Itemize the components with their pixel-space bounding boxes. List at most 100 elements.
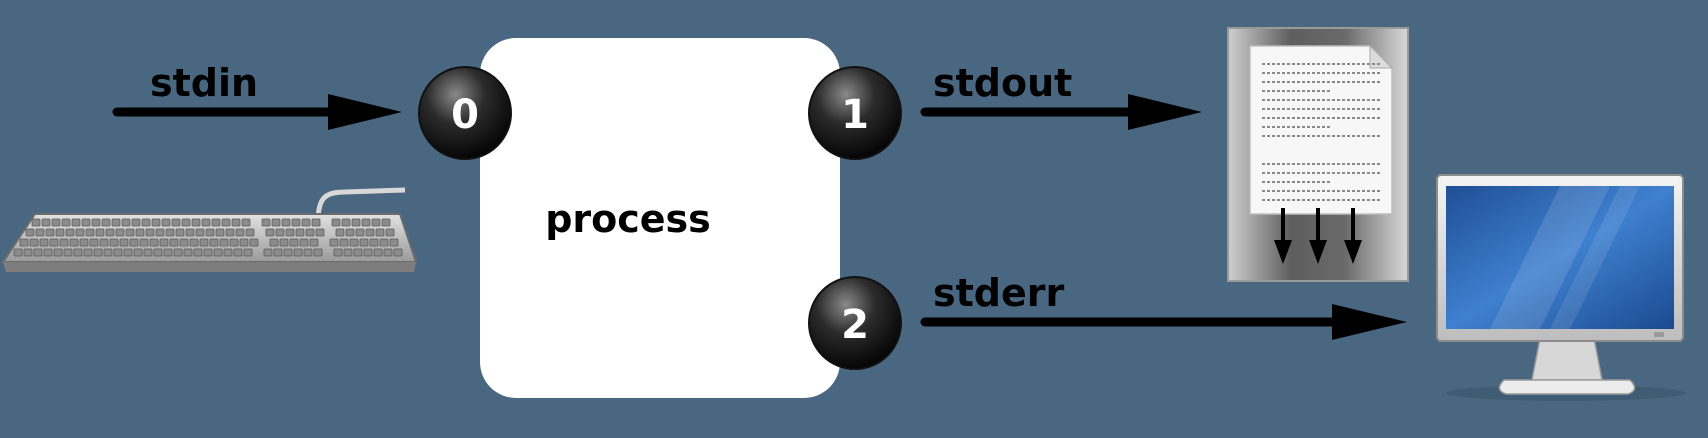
keyboard-key bbox=[59, 238, 69, 247]
keyboard-key bbox=[271, 218, 281, 227]
keyboard-key bbox=[335, 228, 345, 237]
keyboard-key bbox=[269, 238, 279, 247]
keyboard-key bbox=[143, 248, 153, 257]
stderr-arrow bbox=[920, 304, 1407, 340]
keyboard-key bbox=[249, 238, 259, 247]
keyboard-key bbox=[29, 238, 39, 247]
fd-2-number: 2 bbox=[841, 302, 869, 348]
keyboard-key bbox=[41, 218, 51, 227]
keyboard-key bbox=[379, 238, 389, 247]
fd-badge-2: 2 bbox=[808, 276, 902, 370]
fd-0-number: 0 bbox=[451, 92, 479, 138]
keyboard-key bbox=[235, 228, 245, 237]
process-box bbox=[480, 38, 840, 398]
keyboard-key bbox=[263, 248, 273, 257]
keyboard-key bbox=[303, 248, 313, 257]
keyboard-key bbox=[201, 218, 211, 227]
keyboard-key bbox=[381, 218, 391, 227]
keyboard-key bbox=[61, 218, 71, 227]
keyboard-key bbox=[311, 218, 321, 227]
fd-badge-1: 1 bbox=[808, 66, 902, 160]
keyboard-key bbox=[153, 248, 163, 257]
keyboard-key bbox=[393, 248, 403, 257]
keyboard-key bbox=[103, 248, 113, 257]
keyboard-key bbox=[241, 218, 251, 227]
keyboard-key bbox=[161, 218, 171, 227]
keyboard-key bbox=[229, 238, 239, 247]
keyboard-key bbox=[33, 248, 43, 257]
keyboard-key bbox=[105, 228, 115, 237]
keyboard-key bbox=[265, 228, 275, 237]
monitor-icon bbox=[1436, 174, 1686, 401]
keyboard-key bbox=[93, 248, 103, 257]
keyboard-key bbox=[73, 248, 83, 257]
keyboard-key bbox=[69, 238, 79, 247]
stdout-label: stdout bbox=[933, 61, 1072, 105]
process-label: process bbox=[545, 197, 711, 241]
keyboard-key bbox=[109, 238, 119, 247]
fd-1-number: 1 bbox=[841, 92, 869, 138]
keyboard-key bbox=[95, 228, 105, 237]
keyboard-key bbox=[223, 248, 233, 257]
keyboard-key bbox=[133, 248, 143, 257]
keyboard-key bbox=[89, 238, 99, 247]
keyboard-key bbox=[239, 238, 249, 247]
keyboard-key bbox=[39, 238, 49, 247]
keyboard-key bbox=[343, 248, 353, 257]
keyboard-key bbox=[205, 228, 215, 237]
keyboard-key bbox=[139, 238, 149, 247]
keyboard-key bbox=[385, 228, 395, 237]
fd-badge-0: 0 bbox=[418, 66, 512, 160]
keyboard-key bbox=[293, 248, 303, 257]
keyboard-key bbox=[351, 218, 361, 227]
keyboard-key bbox=[145, 228, 155, 237]
keyboard-key bbox=[339, 238, 349, 247]
keyboard-key bbox=[301, 218, 311, 227]
keyboard-key bbox=[361, 218, 371, 227]
keyboard-key bbox=[83, 248, 93, 257]
keyboard-key bbox=[75, 228, 85, 237]
keyboard-key bbox=[181, 218, 191, 227]
stdin-label: stdin bbox=[150, 61, 258, 105]
keyboard-key bbox=[279, 238, 289, 247]
keyboard-key bbox=[25, 228, 35, 237]
document-icon bbox=[1227, 27, 1409, 282]
keyboard-key bbox=[119, 238, 129, 247]
keyboard-key bbox=[65, 228, 75, 237]
keyboard-key bbox=[313, 248, 323, 257]
keyboard-key bbox=[355, 228, 365, 237]
keyboard-key bbox=[91, 218, 101, 227]
keyboard-key bbox=[305, 228, 315, 237]
keyboard-key bbox=[261, 218, 271, 227]
keyboard-key bbox=[189, 238, 199, 247]
keyboard-key bbox=[233, 248, 243, 257]
keyboard-key bbox=[215, 228, 225, 237]
keyboard-key bbox=[163, 248, 173, 257]
keyboard-key bbox=[125, 228, 135, 237]
keyboard-key bbox=[175, 228, 185, 237]
keyboard-key bbox=[183, 248, 193, 257]
keyboard-key bbox=[121, 218, 131, 227]
keyboard-key bbox=[289, 238, 299, 247]
keyboard-key bbox=[141, 218, 151, 227]
keyboard-key bbox=[115, 228, 125, 237]
keyboard-key bbox=[131, 218, 141, 227]
keyboard-key bbox=[389, 238, 399, 247]
keyboard-key bbox=[155, 228, 165, 237]
keyboard-key bbox=[31, 218, 41, 227]
keyboard-key bbox=[199, 238, 209, 247]
keyboard-key bbox=[151, 218, 161, 227]
keyboard-key bbox=[71, 218, 81, 227]
keyboard-key bbox=[299, 238, 309, 247]
keyboard-key bbox=[85, 228, 95, 237]
keyboard-key bbox=[159, 238, 169, 247]
keyboard-key bbox=[333, 248, 343, 257]
keyboard-key bbox=[81, 218, 91, 227]
keyboard-key bbox=[345, 228, 355, 237]
keyboard-key bbox=[49, 238, 59, 247]
keyboard-key bbox=[371, 218, 381, 227]
keyboard-key bbox=[359, 238, 369, 247]
keyboard-key bbox=[219, 238, 229, 247]
keyboard-key bbox=[195, 228, 205, 237]
